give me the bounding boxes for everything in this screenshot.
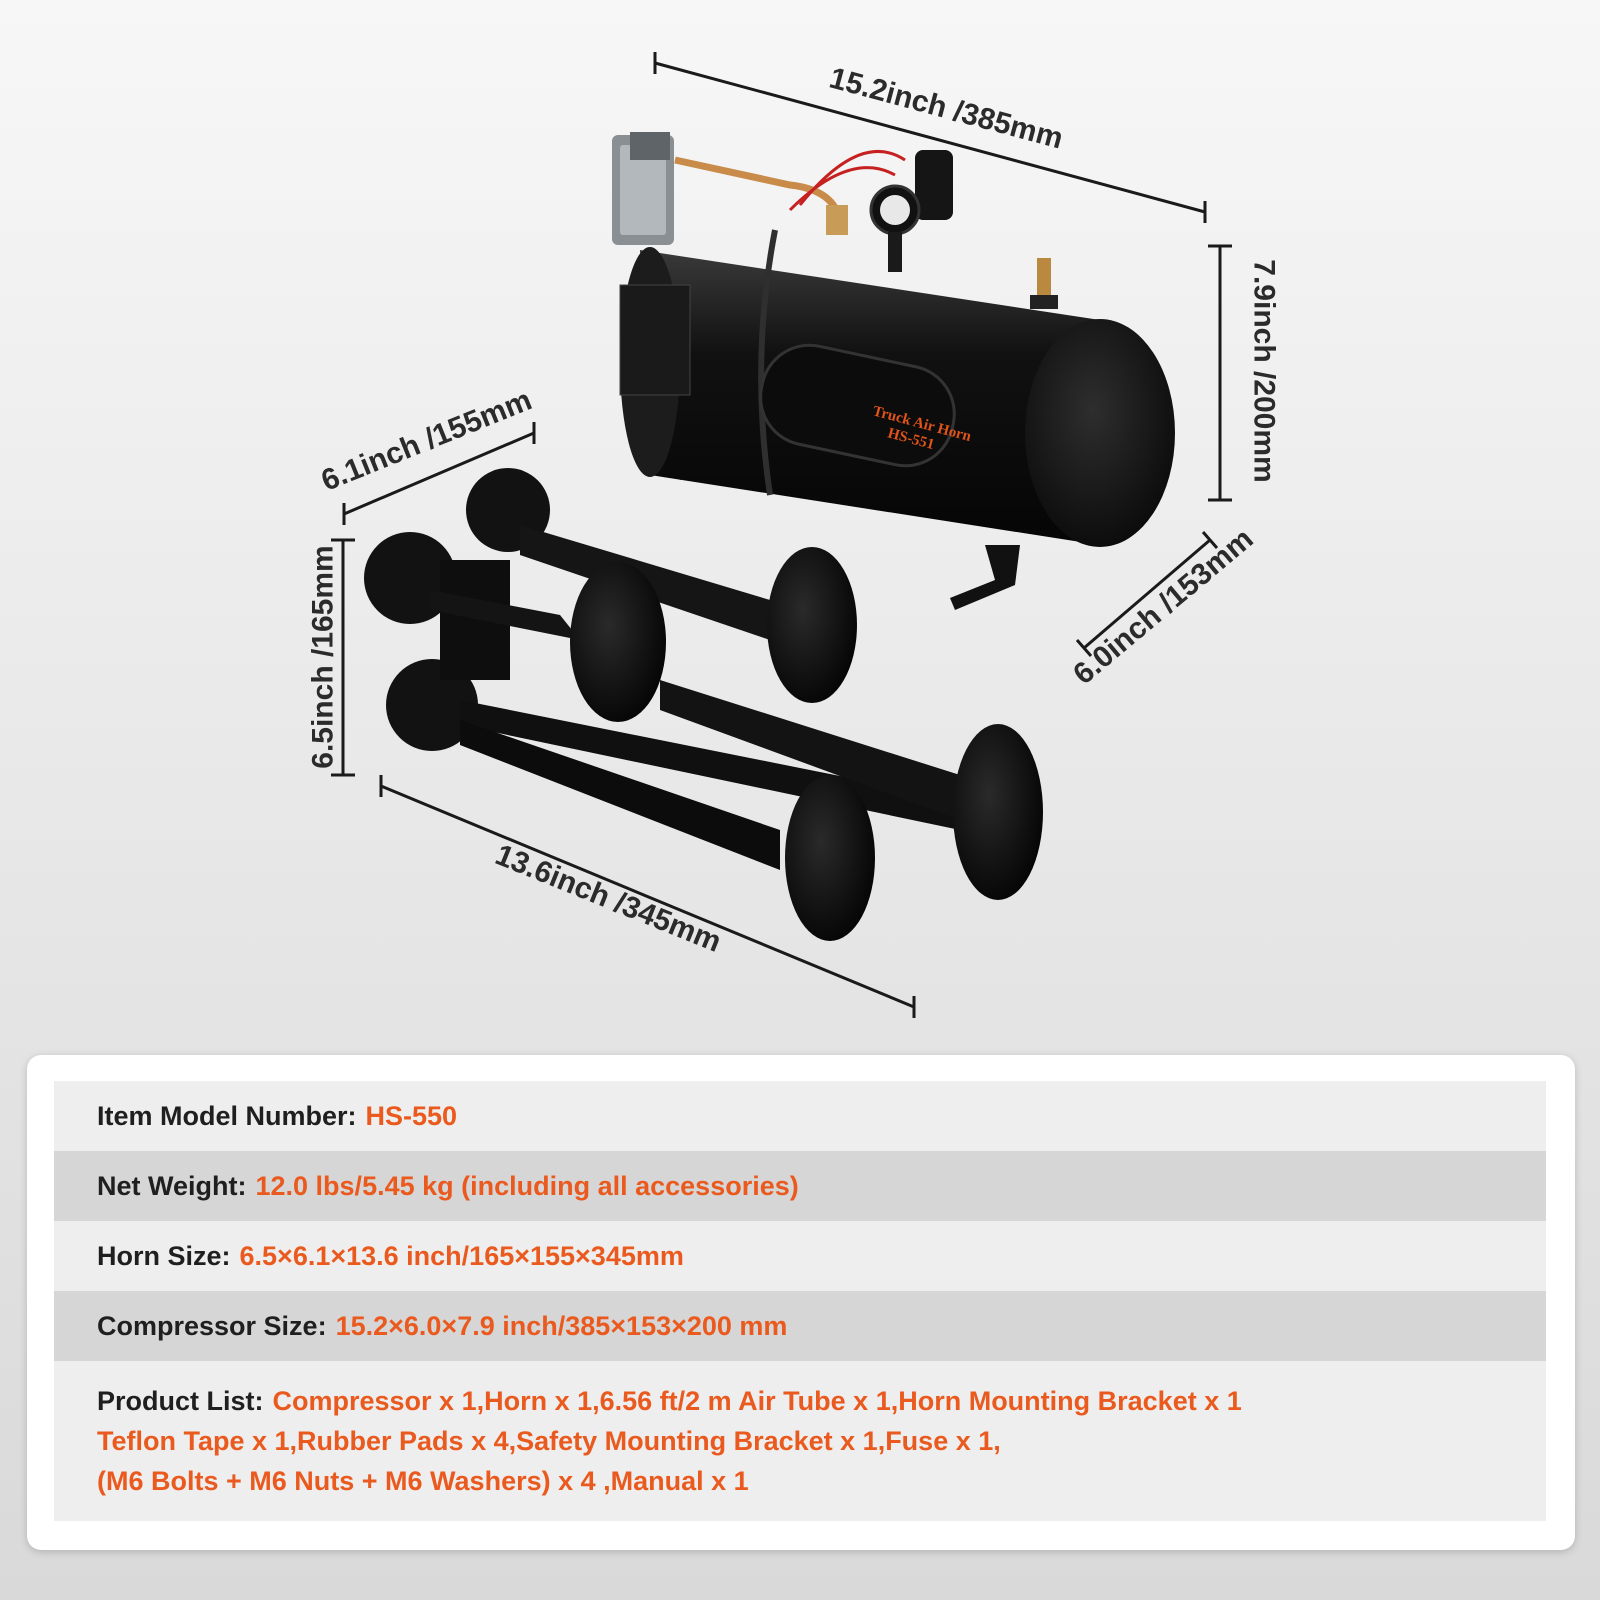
product-illustration: Truck Air Horn HS-551 [306, 52, 1281, 1018]
air-horns [364, 468, 1043, 941]
spec-row-product-list: Product List: Compressor x 1,Horn x 1,6.5… [54, 1361, 1546, 1521]
spec-row-model-number: Item Model Number: HS-550 [54, 1081, 1546, 1151]
spec-value: 6.5×6.1×13.6 inch/165×155×345mm [239, 1240, 684, 1271]
spec-value: 15.2×6.0×7.9 inch/385×153×200 mm [335, 1310, 788, 1341]
horn-height-label: 6.5inch /165mm [306, 545, 340, 769]
spec-label: Item Model Number: [97, 1100, 357, 1131]
product-list-label: Product List: [97, 1386, 264, 1416]
spec-row-compressor-size: Compressor Size: 15.2×6.0×7.9 inch/385×1… [54, 1291, 1546, 1361]
spec-row-net-weight: Net Weight: 12.0 lbs/5.45 kg (including … [54, 1151, 1546, 1221]
product-list-line: (M6 Bolts + M6 Nuts + M6 Washers) x 4 ,M… [97, 1466, 749, 1496]
dimension-lines [331, 52, 1232, 1018]
spec-value: 12.0 lbs/5.45 kg (including all accessor… [255, 1170, 799, 1201]
spec-row-horn-size: Horn Size: 6.5×6.1×13.6 inch/165×155×345… [54, 1221, 1546, 1291]
spec-label: Net Weight: [97, 1170, 247, 1201]
spec-card: Item Model Number: HS-550 Net Weight: 12… [27, 1055, 1575, 1550]
product-list-line: Teflon Tape x 1,Rubber Pads x 4,Safety M… [97, 1426, 1001, 1456]
product-drawing: Truck Air Horn HS-551 [331, 52, 1232, 1018]
spec-table: Item Model Number: HS-550 Net Weight: 12… [54, 1081, 1546, 1521]
product-list: Product List: Compressor x 1,Horn x 1,6.5… [97, 1381, 1242, 1501]
product-list-line: Compressor x 1,Horn x 1,6.56 ft/2 m Air … [272, 1386, 1242, 1416]
compressor-tank: Truck Air Horn HS-551 [612, 132, 1175, 610]
spec-label: Horn Size: [97, 1240, 231, 1271]
spec-label: Compressor Size: [97, 1310, 327, 1341]
compressor-height-label: 7.9inch /200mm [1247, 259, 1281, 483]
spec-value: HS-550 [365, 1100, 458, 1131]
